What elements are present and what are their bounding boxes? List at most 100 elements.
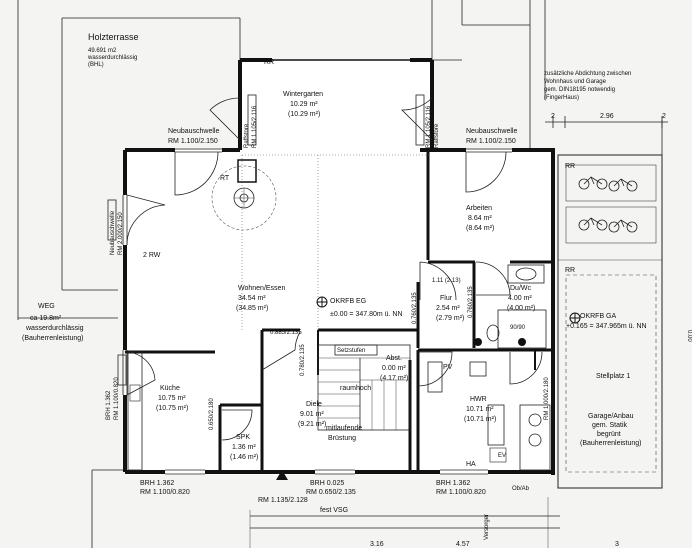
dimension-2-left: 2 <box>551 113 555 120</box>
raffstore-left-rm: RM 1.105/2.116 <box>252 105 258 148</box>
abst-area: 0.00 m² <box>382 365 406 372</box>
kueche-area-net: (10.75 m²) <box>156 405 188 412</box>
spk-area-net: (1.46 m²) <box>230 454 258 461</box>
dimension-0: 0.00 <box>686 330 692 342</box>
door-diele-label: 0.885/2.135 <box>270 330 302 336</box>
brh-bottom-mid-label: BRH 0.025 <box>310 480 344 487</box>
garage-door-label: RM 1.000/2.180 <box>544 377 550 420</box>
garage-line1: Garage/Anbau <box>588 413 634 420</box>
neubauschwelle-left-label: Neubauschwelle <box>168 128 219 135</box>
okrfb-eg-label: OKRFB EG <box>330 298 366 305</box>
brh-bottom-left-rm: RM 1.100/0.820 <box>140 489 190 496</box>
mitlaufende-label: mitlaufende <box>326 425 362 432</box>
neubauschwelle-vertical-label: Neubauschwelle <box>110 210 116 255</box>
brh-bottom-left-label: BRH 1.362 <box>140 480 174 487</box>
weg-note: wasserdurchlässig <box>25 325 84 332</box>
level-marker-eg <box>316 296 328 308</box>
level-marker-ga <box>569 312 581 324</box>
rr-garage-label-2: RR <box>565 267 575 274</box>
shower-size-label: 90/90 <box>510 325 526 331</box>
okrfb-eg-value: ±0.00 = 347.80m ü. NN <box>330 311 403 318</box>
dimension-2-right: 2 <box>662 113 666 120</box>
entry-rm-label: RM 1.135/2.128 <box>258 497 308 504</box>
kueche-label: Küche <box>160 385 180 392</box>
kueche-area: 10.75 m² <box>158 395 186 402</box>
fest-vsg-label: fest VSG <box>320 507 348 514</box>
wintergarten-label: Wintergarten <box>283 91 323 98</box>
holzterrasse-label: Holzterrasse <box>88 32 139 42</box>
neubauschwelle-right-rm: RM 1.100/2.150 <box>466 138 516 145</box>
abst-area-net: (4.17 m²) <box>380 375 408 382</box>
flur-area-net: (2.79 m²) <box>436 315 464 322</box>
window-frames <box>107 94 425 386</box>
duwc-label: Du/Wc <box>510 285 532 292</box>
abdichtung-line3: gem. DIN18195 notwendig <box>544 87 615 93</box>
obab-label: Ob/Ab <box>512 486 530 492</box>
bicycle-icon <box>578 217 638 233</box>
okrfb-ga-value: +0.165 = 347.965m ü. NN <box>566 323 647 330</box>
garage-area <box>557 154 663 489</box>
ha-label: HA <box>466 461 476 468</box>
dimension-296: 2.96 <box>600 113 614 120</box>
brh-left-rm: RM 1.100/0.820 <box>114 377 120 420</box>
wohnen-label: Wohnen/Essen <box>238 285 285 292</box>
rainwater-label: 2 RW <box>143 252 161 259</box>
dimension-457: 4.57 <box>456 541 470 548</box>
duwc-area: 4.00 m² <box>508 295 532 302</box>
holzterrasse-note: wasserdurchlässig <box>87 55 137 61</box>
abdichtung-line2: Wohnhaus und Garage <box>544 79 607 85</box>
setzstufen-label: Setzstufen <box>337 348 365 354</box>
entrance-marker <box>276 470 288 480</box>
weg-bauherr: (Bauherrenleistung) <box>22 335 83 342</box>
diele-area-net: (9.21 m²) <box>298 421 326 428</box>
kitchen-counter <box>127 351 143 471</box>
neubauschwelle-right-label: Neubauschwelle <box>466 128 517 135</box>
diele-label: Diele <box>306 401 322 408</box>
brh-bottom-right-label: BRH 1.362 <box>436 480 470 487</box>
garage-line4: (Bauherrenleistung) <box>580 440 641 447</box>
fireplace-icon <box>211 159 277 231</box>
dimension-3: 3 <box>615 541 619 548</box>
wohnen-area: 34.54 m² <box>238 295 266 302</box>
weg-label: WEG <box>38 303 55 310</box>
raffstore-right-label: Raffstore <box>434 123 440 148</box>
house-floor <box>125 150 553 475</box>
raumhoch-label: raumhoch <box>340 385 371 392</box>
bicycle-icon <box>578 176 638 192</box>
diele-area: 9.01 m² <box>300 411 324 418</box>
spk-door-label: 0.650/2.180 <box>209 398 215 430</box>
flur-area: 2.54 m² <box>436 305 460 312</box>
staircase <box>317 344 411 431</box>
door-diele-side: 0.780/2.135 <box>300 344 306 376</box>
garage-line2: gem. Statik <box>592 422 628 429</box>
stellplatz-label: Stellplatz 1 <box>596 373 630 380</box>
garage-line3: begrünt <box>597 431 621 438</box>
duwc-area-net: (4.00 m²) <box>507 305 535 312</box>
raffstore-left-label: Raffstore <box>244 123 250 148</box>
brh-bottom-mid-rm: RM 0.650/2.135 <box>306 489 356 496</box>
dimension-line-bottom <box>250 515 560 529</box>
arbeiten-label: Arbeiten <box>466 205 492 212</box>
rt-label: RT <box>220 175 230 182</box>
abdichtung-line1: zusätzliche Abdichtung zwischen <box>544 71 631 77</box>
hwr-appliances <box>427 361 551 471</box>
pv-label: PV <box>443 364 453 371</box>
holzterrasse-area: 49.691 m2 <box>88 48 117 54</box>
wintergarten-area: 10.29 m² <box>290 101 318 108</box>
brh-bottom-right-rm: RM 1.100/0.820 <box>436 489 486 496</box>
hwr-area-net: (10.71 m²) <box>464 416 496 423</box>
weg-area: ca 19.8m² <box>30 315 62 322</box>
wohnen-area-net: (34.85 m²) <box>236 305 268 312</box>
arbeiten-area: 8.64 m² <box>468 215 492 222</box>
abdichtung-line4: (FingerHaus) <box>544 95 579 101</box>
bruestung-label: Brüstung <box>328 435 356 442</box>
flur-door-label: 0.760/2.135 <box>412 292 418 324</box>
neubauschwelle-left-rm: RM 1.100/2.150 <box>168 138 218 145</box>
dimension-316: 3.16 <box>370 541 384 548</box>
hwr-label: HWR <box>470 396 487 403</box>
holzterrasse-bhl: (BHL) <box>88 62 104 68</box>
bathroom-fixtures <box>474 264 547 349</box>
spk-label: SPK <box>236 434 250 441</box>
flur-label: Flur <box>440 295 453 302</box>
